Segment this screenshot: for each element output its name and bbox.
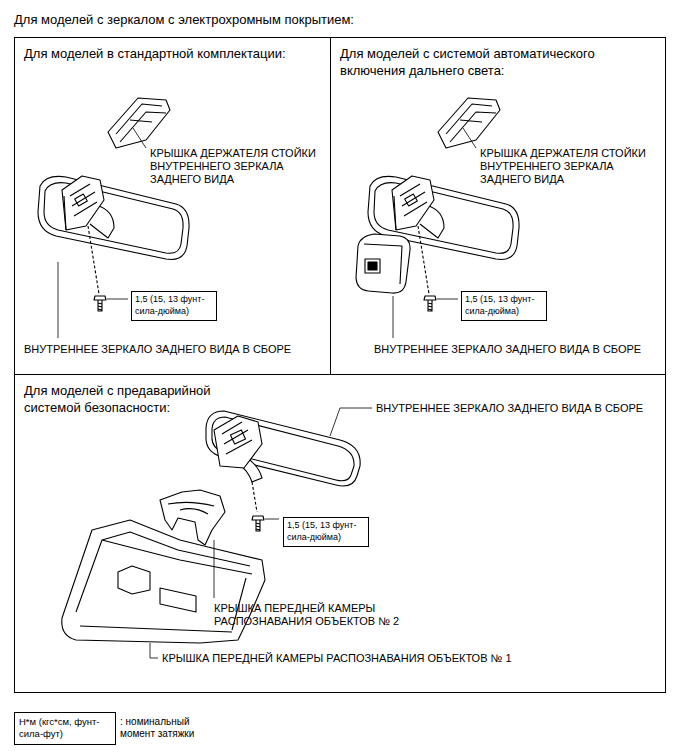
torque-value: 1,5 (15, 13 фунт-сила-дюйма) [465,294,543,317]
label-slot: ВНУТРЕННЕЕ ЗЕРКАЛО ЗАДНЕГО ВИДА В СБОРЕ [24,343,291,356]
torque-value: 1,5 (15, 13 фунт-сила-дюйма) [135,294,213,317]
panel-box: Для моделей с предаварийной системой без… [14,374,666,693]
part-label: КРЫШКА ДЕРЖАТЕЛЯ СТОЙКИ ВНУТРЕННЕГО ЗЕРК… [150,147,328,187]
label-slot: КРЫШКА ПЕРЕДНЕЙ КАМЕРЫ РАСПОЗНАВАНИЯ ОБЪ… [214,602,404,628]
label-slot: : номинальный момент затяжки [120,716,212,740]
torque-box: 1,5 (15, 13 фунт-сила-дюйма) [283,517,369,547]
torque-value: 1,5 (15, 13 фунт-сила-дюйма) [287,520,365,543]
panel-heading: Для моделей в стандартной комплектации: [24,46,324,63]
label-slot: КРЫШКА ДЕРЖАТЕЛЯ СТОЙКИ ВНУТРЕННЕГО ЗЕРК… [480,147,662,187]
part-label: ВНУТРЕННЕЕ ЗЕРКАЛО ЗАДНЕГО ВИДА В СБОРЕ [374,343,641,356]
label-slot: ВНУТРЕННЕЕ ЗЕРКАЛО ЗАДНЕГО ВИДА В СБОРЕ [374,343,641,356]
label-slot: КРЫШКА ДЕРЖАТЕЛЯ СТОЙКИ ВНУТРЕННЕГО ЗЕРК… [150,147,328,187]
part-label: ВНУТРЕННЕЕ ЗЕРКАЛО ЗАДНЕГО ВИДА В СБОРЕ [376,402,643,415]
part-label: ВНУТРЕННЕЕ ЗЕРКАЛО ЗАДНЕГО ВИДА В СБОРЕ [24,343,291,356]
title-slot: Для моделей с зеркалом с электрохромным … [14,12,354,27]
panel-box: Для моделей с системой автоматического в… [330,37,666,375]
torque-value: Н*м (кгс*см, фунт-сила-фут) [19,716,111,741]
part-label: : номинальный момент затяжки [120,716,212,740]
diagram-title: Для моделей с зеркалом с электрохромным … [14,12,354,27]
part-label: КРЫШКА ПЕРЕДНЕЙ КАМЕРЫ РАСПОЗНАВАНИЯ ОБЪ… [162,652,512,665]
panel-heading: Для моделей с предаварийной системой без… [24,383,239,417]
panel-heading: Для моделей с системой автоматического в… [340,46,645,80]
part-label: КРЫШКА ДЕРЖАТЕЛЯ СТОЙКИ ВНУТРЕННЕГО ЗЕРК… [480,147,662,187]
legend-box: Н*м (кгс*см, фунт-сила-фут) [14,712,116,745]
label-slot: ВНУТРЕННЕЕ ЗЕРКАЛО ЗАДНЕГО ВИДА В СБОРЕ [376,402,643,415]
label-slot: КРЫШКА ПЕРЕДНЕЙ КАМЕРЫ РАСПОЗНАВАНИЯ ОБЪ… [162,652,512,665]
torque-box: 1,5 (15, 13 фунт-сила-дюйма) [461,291,547,321]
panel-box: Для моделей в стандартной комплектации: 1… [14,37,331,375]
part-label: КРЫШКА ПЕРЕДНЕЙ КАМЕРЫ РАСПОЗНАВАНИЯ ОБЪ… [214,602,404,628]
torque-box: 1,5 (15, 13 фунт-сила-дюйма) [131,291,217,321]
